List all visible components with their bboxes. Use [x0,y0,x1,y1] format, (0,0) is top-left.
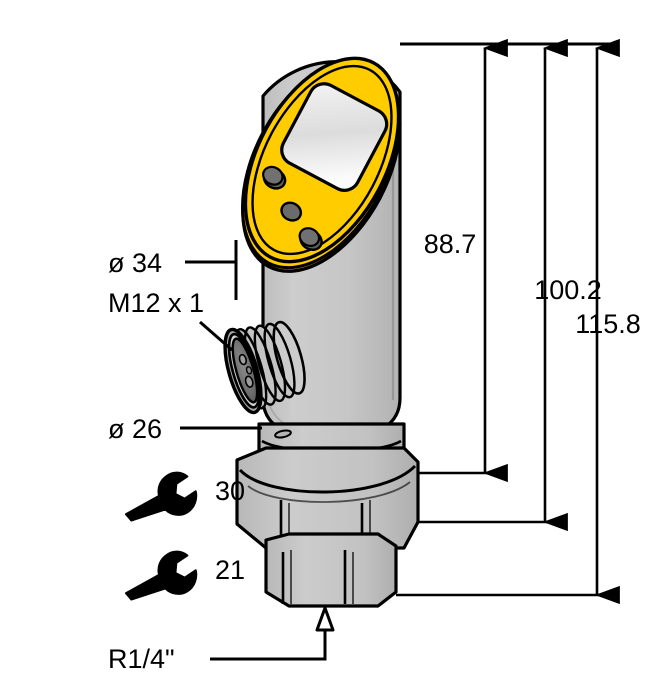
dimension-115-8-text: 115.8 [575,309,641,339]
sensor-body-group [223,56,420,608]
label-diameter-barrel-text: ø 26 [108,414,162,444]
dimension-88-7-text: 88.7 [424,229,477,259]
leader-line-connector-thread [199,320,233,352]
leader-line-process-thread [210,630,327,661]
label-process-thread: R1/4" [108,606,335,674]
m12-connector [223,320,306,415]
button-right[interactable] [295,225,325,253]
lcd-screen [280,82,389,192]
label-diameter-housing: ø 34 [108,240,238,300]
dimension-100-2-text: 100.2 [534,275,602,305]
wrench-icon [124,471,198,522]
wrench-size-30-text: 30 [215,476,245,506]
label-process-thread-text: R1/4" [108,644,175,674]
display-head [241,56,402,273]
wrench-size-21-text: 21 [215,555,245,585]
label-diameter-barrel: ø 26 [108,414,262,444]
wrench-size-21: 21 [124,550,245,601]
button-center[interactable] [278,199,304,223]
wrench-icon [124,550,198,601]
wrench-size-30: 30 [124,471,245,522]
arrow-up-icon [315,606,335,632]
button-left[interactable] [259,164,289,192]
hex-nut-21mm [264,532,398,608]
dimension-115-8: 115.8 [396,38,641,605]
label-connector-thread-text: M12 x 1 [108,288,204,318]
dimension-88-7: 88.7 [418,38,508,483]
label-diameter-housing-text: ø 34 [108,248,162,278]
label-connector-thread: M12 x 1 [108,288,233,352]
dimension-100-2: 100.2 [418,38,602,532]
